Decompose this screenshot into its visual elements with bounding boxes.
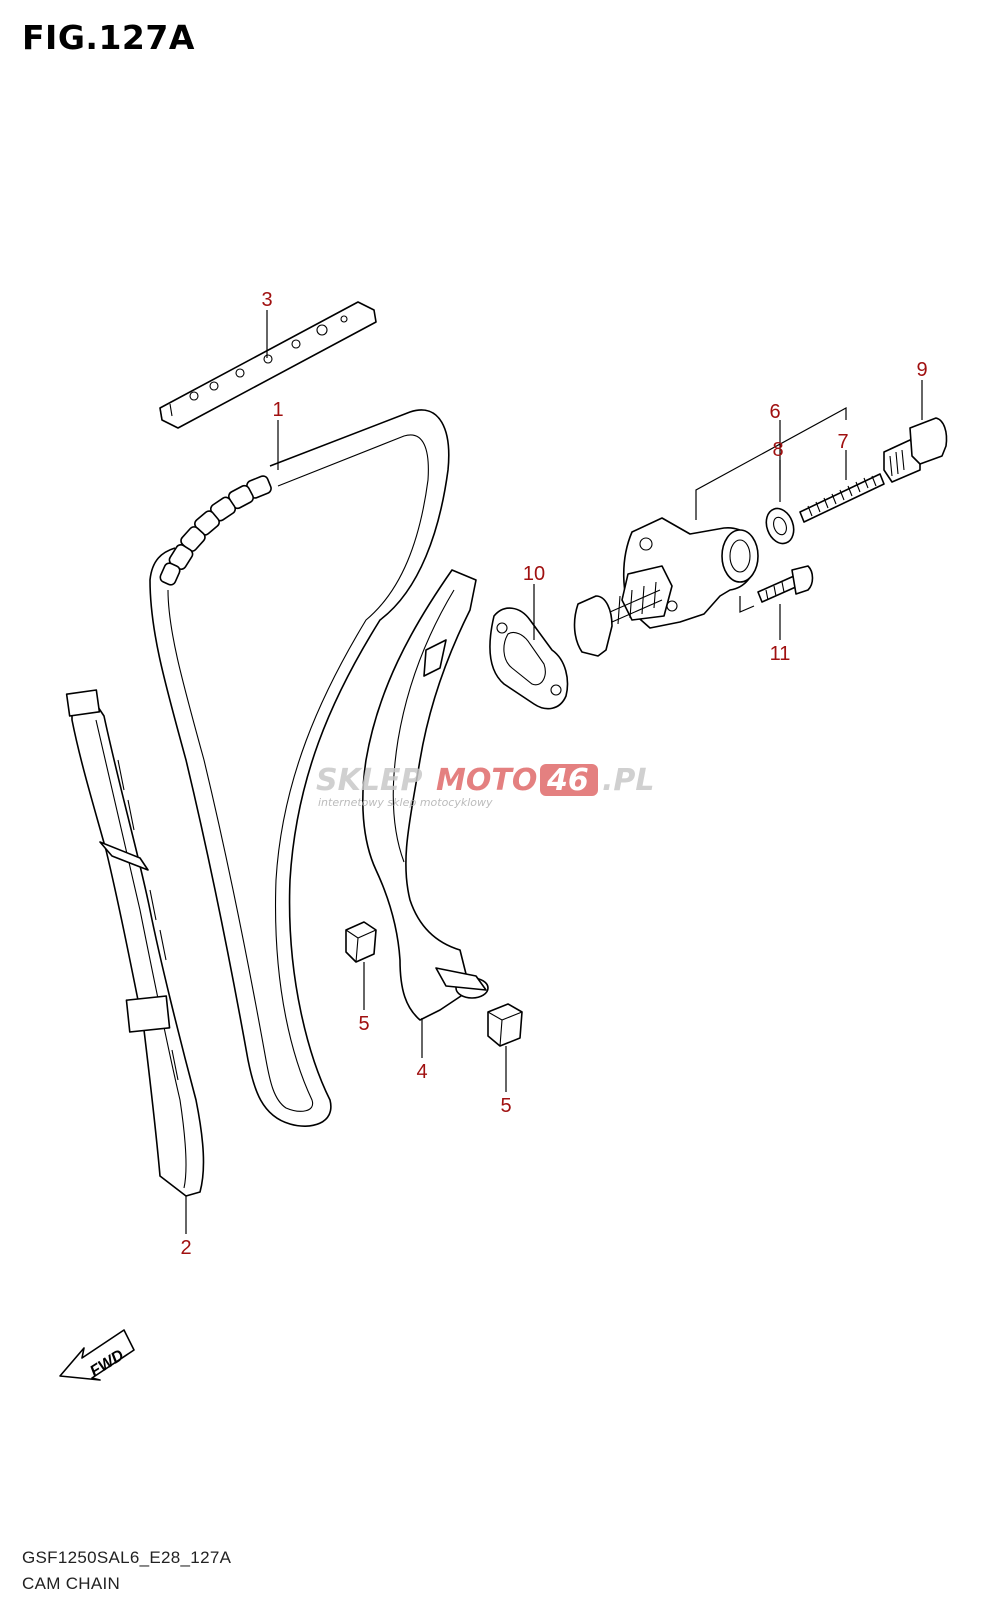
- watermark-brand-3: 46: [546, 763, 589, 798]
- callout-1: 1: [272, 399, 283, 421]
- part-7-spring[interactable]: [799, 473, 885, 523]
- callout-8: 8: [772, 439, 783, 461]
- part-8-washer[interactable]: [762, 505, 799, 548]
- part-5b-cushion[interactable]: [487, 1003, 523, 1047]
- callout-9: 9: [916, 359, 927, 381]
- model-code: GSF1250SAL6_E28_127A: [22, 1548, 232, 1567]
- watermark-logo: SKLEP MOTO 46 .PL internetowy sklep moto…: [316, 763, 655, 809]
- fwd-direction-arrow: FWD: [59, 1329, 135, 1381]
- part-6-tensioner-assembly[interactable]: [573, 517, 759, 657]
- watermark-brand-1: SKLEP: [316, 763, 422, 798]
- part-5a-cushion[interactable]: [345, 921, 377, 963]
- part-9-plug-bolt[interactable]: [883, 417, 948, 483]
- callout-2: 2: [180, 1237, 191, 1259]
- watermark-badge: [540, 764, 598, 796]
- callout-5a: 5: [358, 1013, 369, 1035]
- callout-10: 10: [523, 563, 545, 585]
- callout-3: 3: [261, 289, 272, 311]
- section-name: CAM CHAIN: [22, 1574, 121, 1593]
- part-11-mounting-bolt[interactable]: [757, 565, 814, 603]
- callout-5b: 5: [500, 1095, 511, 1117]
- part-4-chain-guide-tensioner-side[interactable]: [362, 569, 489, 1021]
- leader-lines: [185, 310, 923, 1234]
- callout-4: 4: [416, 1061, 427, 1083]
- part-3-chain-guide-strip[interactable]: [159, 301, 377, 429]
- part-2-chain-guide-rear[interactable]: [65, 689, 205, 1197]
- figure-title: FIG.127A: [22, 18, 195, 57]
- watermark-brand-4: .PL: [602, 763, 655, 798]
- part-1-cam-chain[interactable]: [149, 409, 450, 1127]
- callout-labels: 3 1 2 4 5 5 6 7 8 9 10 11: [180, 289, 927, 1259]
- chain-link-segments: [159, 475, 272, 586]
- callout-7: 7: [837, 431, 848, 453]
- callout-11: 11: [770, 643, 791, 665]
- part-10-tensioner-gasket[interactable]: [489, 607, 569, 710]
- watermark-brand-2: MOTO: [436, 763, 537, 798]
- callout-6: 6: [769, 401, 780, 423]
- watermark-tagline: internetowy sklep motocyklowy: [318, 796, 493, 809]
